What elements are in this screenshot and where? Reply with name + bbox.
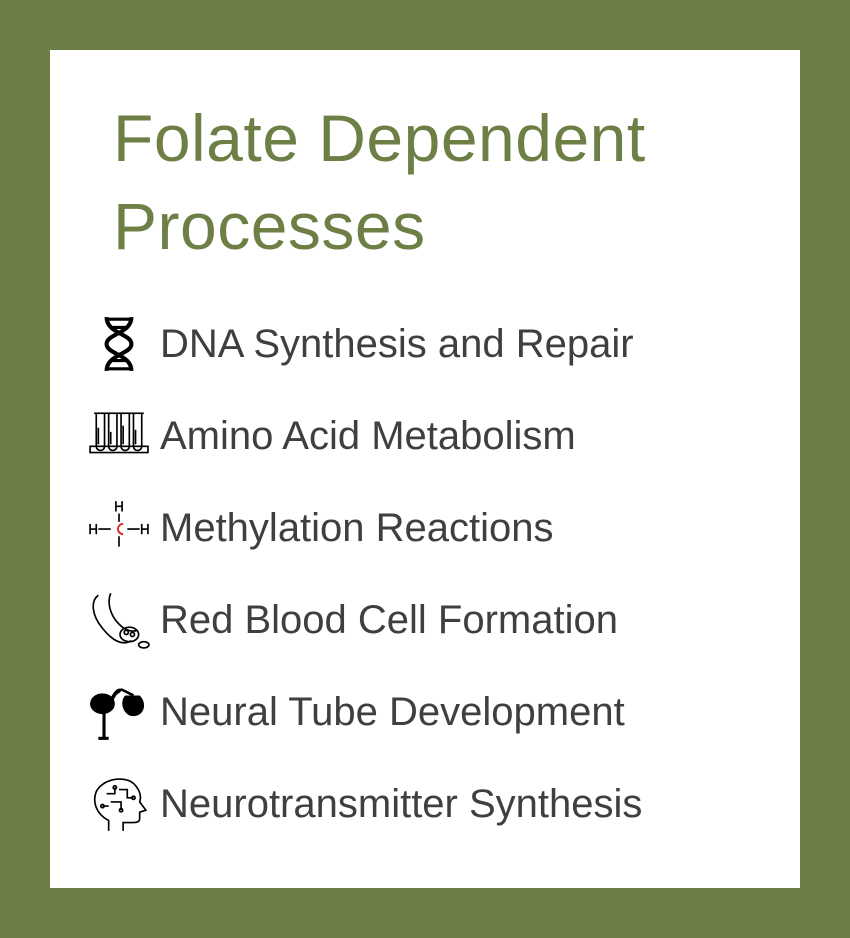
list-item: Neurotransmitter Synthesis xyxy=(86,758,776,850)
test-tubes-icon xyxy=(86,403,152,469)
list-item: Amino Acid Metabolism xyxy=(86,390,776,482)
item-label: Amino Acid Metabolism xyxy=(160,413,576,458)
blood-vessel-icon xyxy=(86,587,152,653)
dna-icon xyxy=(86,311,152,377)
list-item: DNA Synthesis and Repair xyxy=(86,298,776,390)
page-title: Folate Dependent Processes xyxy=(113,101,646,263)
methyl-molecule-icon xyxy=(86,495,152,561)
list-item: Neural Tube Development xyxy=(86,666,776,758)
process-list: DNA Synthesis and Repair xyxy=(86,298,776,850)
item-label: DNA Synthesis and Repair xyxy=(160,321,634,366)
content-card: Folate Dependent Processes DNA Synthesis… xyxy=(50,50,800,888)
list-item: Methylation Reactions xyxy=(86,482,776,574)
list-item: Red Blood Cell Formation xyxy=(86,574,776,666)
item-label: Neural Tube Development xyxy=(160,689,625,734)
item-label: Neurotransmitter Synthesis xyxy=(160,781,643,826)
item-label: Methylation Reactions xyxy=(160,505,554,550)
item-label: Red Blood Cell Formation xyxy=(160,597,618,642)
stork-baby-icon xyxy=(86,679,152,745)
brain-head-icon xyxy=(86,771,152,837)
